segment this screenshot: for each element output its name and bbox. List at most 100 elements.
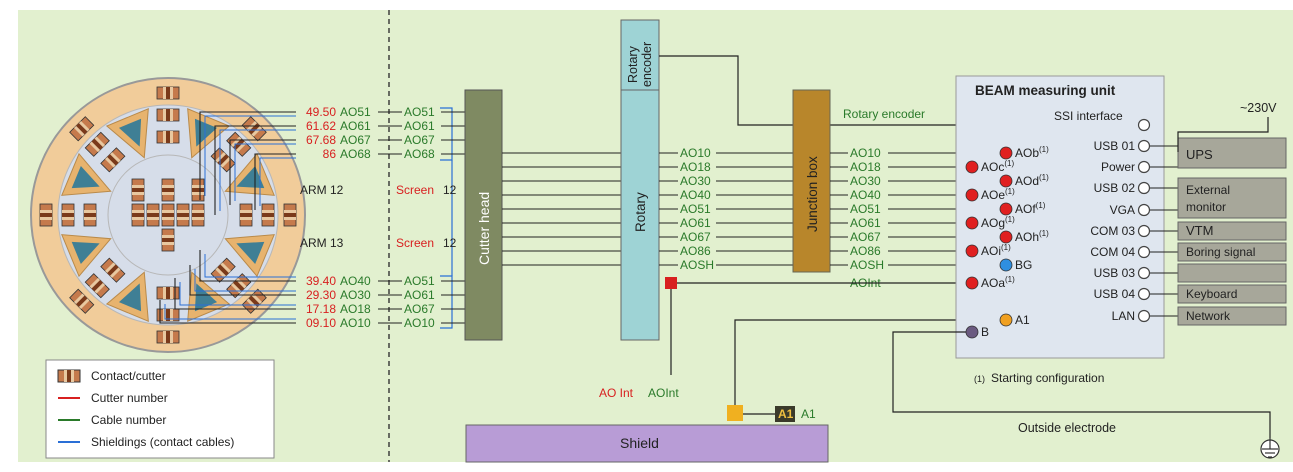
cutter-contact — [283, 203, 297, 227]
cable-number: AO68 — [340, 147, 371, 161]
screen-upper-number: 12 — [443, 183, 457, 197]
aoint-red-label: AO Int — [599, 386, 634, 400]
shield-label: Shield — [620, 435, 659, 451]
shield-block — [465, 424, 829, 463]
ssi-interface-label: SSI interface — [1054, 109, 1123, 123]
connector-number: AO10 — [404, 316, 435, 330]
cutter-contact — [100, 147, 126, 173]
cutter-number: 67.68 — [306, 133, 336, 147]
cutter-contact — [131, 178, 145, 202]
cable-number: AO40 — [340, 274, 371, 288]
connector-number: AO68 — [404, 147, 435, 161]
vtm-label: VTM — [1186, 223, 1213, 238]
electrode-line — [892, 331, 1271, 438]
external-monitor-box — [1177, 177, 1287, 219]
input-b-label: B — [981, 325, 989, 339]
screen-upper-bracket — [440, 107, 453, 161]
port-com-04-label: COM 04 — [1090, 245, 1135, 259]
a1-badge — [775, 406, 795, 422]
port-usb-02-label: USB 02 — [1094, 181, 1136, 195]
keyboard-box — [1177, 284, 1287, 304]
wheel-shield-wire — [204, 115, 296, 196]
voltage-label: ~230V — [1240, 101, 1277, 115]
cutter-contact — [161, 228, 175, 252]
input-bg-dot — [999, 258, 1013, 272]
wheel-cutters — [39, 86, 297, 344]
ground-icon — [1260, 438, 1280, 459]
contact-cutter-icon — [57, 369, 81, 383]
input-a1-dot — [999, 313, 1013, 327]
rotary-output-ao67: AO67 — [680, 230, 711, 244]
input-b-dot — [965, 325, 979, 339]
wheel-wire — [229, 139, 296, 205]
wheel-spoke — [236, 165, 265, 189]
wheel-shield-wire — [234, 143, 296, 201]
input-a1-label: A1 — [1015, 313, 1030, 327]
rotary-output-ao10: AO10 — [680, 146, 711, 160]
cutter-contact — [156, 86, 180, 100]
input-aoc-label: AOc(1) — [981, 159, 1014, 174]
wheel-shield-wire — [259, 157, 296, 206]
input-aoi-dot — [965, 244, 979, 258]
boring-signal-box — [1177, 242, 1287, 262]
cutter-contact — [156, 330, 180, 344]
screen-upper-label: Screen — [396, 183, 434, 197]
port-usb-01 — [1137, 139, 1151, 153]
junction-output-ao40: AO40 — [850, 188, 881, 202]
legend-box — [45, 359, 275, 459]
legend-label-cutter: Cutter number — [91, 391, 168, 405]
a1-text: A1 — [801, 407, 816, 421]
cutter-contact — [83, 203, 97, 227]
cutter-contact — [84, 273, 110, 299]
screen-lower-bracket — [440, 275, 453, 329]
junction-output-ao61: AO61 — [850, 216, 881, 230]
a1-badge-text: A1 — [778, 407, 794, 421]
wheel-wire — [254, 153, 296, 210]
wheel-spoke — [71, 165, 100, 189]
external-monitor-label-1: External — [1186, 183, 1230, 197]
measuring-unit-inputs: AOb(1)AOd(1)AOf(1)AOh(1)AOc(1)AOe(1)AOg(… — [965, 145, 1049, 339]
cutter-contact — [156, 286, 180, 300]
port-vga-label: VGA — [1110, 203, 1135, 217]
port-usb-04-label: USB 04 — [1094, 287, 1136, 301]
rotary-output-ao18: AO18 — [680, 160, 711, 174]
junction-output-labels: AO10AO18AO30AO40AO51AO61AO67AO86AOSHAOIn… — [830, 146, 975, 290]
input-aod-label: AOd(1) — [1015, 173, 1049, 188]
connector-number: AO61 — [404, 288, 435, 302]
wheel-wire — [199, 250, 296, 282]
cutter-contact — [191, 178, 205, 202]
input-aoi-label: AOi(1) — [981, 243, 1011, 258]
port-power — [1137, 160, 1151, 174]
network-label: Network — [1186, 309, 1231, 323]
connector-number: AO67 — [404, 302, 435, 316]
cutter-contact — [261, 203, 275, 227]
connector-number: AO51 — [404, 274, 435, 288]
junction-output-ao67: AO67 — [850, 230, 881, 244]
port-power-label: Power — [1101, 160, 1135, 174]
port-com-04 — [1137, 245, 1151, 259]
cutter-contact — [210, 257, 236, 283]
input-aoh-dot — [999, 230, 1013, 244]
cable-number: AO67 — [340, 133, 371, 147]
junction-output-ao86: AO86 — [850, 244, 881, 258]
input-aod-dot — [999, 174, 1013, 188]
wheel-shield-wire — [204, 254, 296, 278]
wheel-spoke — [194, 283, 218, 312]
rotary-encoder-block — [620, 19, 660, 91]
input-aoa-label: AOa(1) — [981, 275, 1015, 290]
port-lan — [1137, 309, 1151, 323]
legend-label-shielding: Shieldings (contact cables) — [91, 435, 234, 449]
wheel-spoke — [71, 241, 100, 265]
measuring-unit-box — [955, 75, 1165, 359]
cutter-contact — [191, 203, 205, 227]
input-aob-dot — [999, 146, 1013, 160]
cutter-head-block — [464, 89, 503, 341]
wheel-spoke — [118, 283, 142, 312]
cutter-contact — [239, 203, 253, 227]
vtm-box — [1177, 221, 1287, 241]
